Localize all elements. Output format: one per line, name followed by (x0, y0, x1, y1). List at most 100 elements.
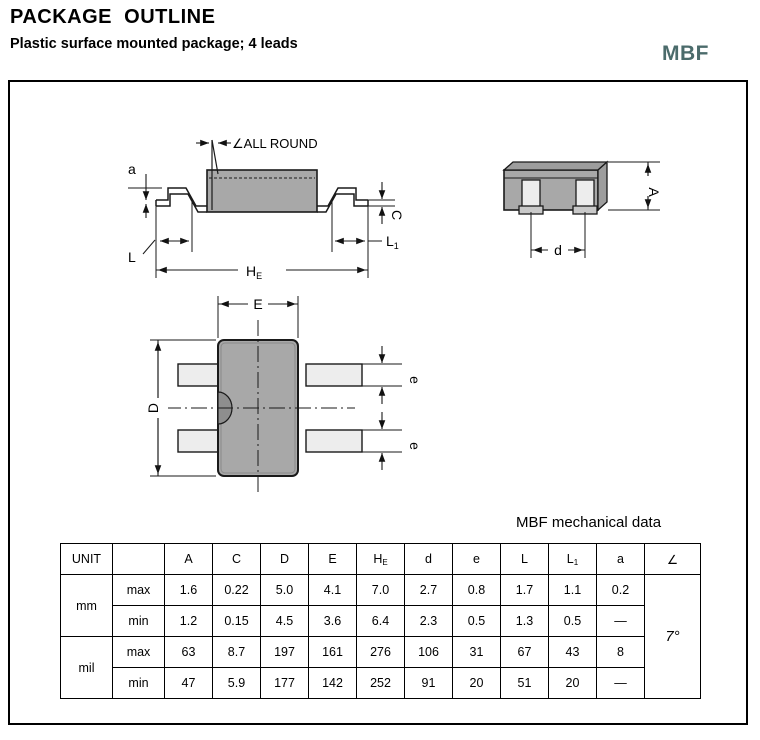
dim-d (530, 212, 586, 260)
header-HE-base: H (373, 552, 383, 566)
row-label-mm-max: max (112, 574, 165, 606)
cell-mm-min-e: 0.5 (452, 605, 501, 637)
table-row: min 47 5.9 177 142 252 91 20 51 20 — (61, 667, 701, 699)
cell-mil-max-a: 8 (596, 636, 645, 668)
header-L1-sub: 1 (573, 558, 579, 567)
header-HE-sub: E (382, 558, 388, 567)
cell-mil-min-d: 91 (404, 667, 453, 699)
unit-mil: mil (60, 636, 113, 699)
header-A: A (164, 543, 213, 575)
cell-mil-min-a: — (596, 667, 645, 699)
plan-lead-right-bottom (305, 429, 363, 453)
cell-mil-max-L1: 43 (548, 636, 597, 668)
cell-mil-max-d: 106 (404, 636, 453, 668)
package-outline-drawing: ∠ALL ROUND a C L L1 HE (128, 136, 662, 496)
cell-mm-max-E: 4.1 (308, 574, 357, 606)
plan-lead-right-top (305, 363, 363, 387)
header-D: D (260, 543, 309, 575)
label-all-round: ∠ALL ROUND (232, 136, 318, 151)
cell-mil-max-D: 197 (260, 636, 309, 668)
page-header: PACKAGE OUTLINE Plastic surface mounted … (0, 0, 760, 80)
row-label-mil-max: max (112, 636, 165, 668)
header-C: C (212, 543, 261, 575)
cell-mm-max-d: 2.7 (404, 574, 453, 606)
cell-mil-max-A: 63 (164, 636, 213, 668)
side-lead-right-top (317, 193, 368, 213)
label-l1: L1 (386, 233, 399, 251)
cell-mm-min-A: 1.2 (164, 605, 213, 637)
table-header-row: UNIT A C D E HE d e L L1 a ∠ (60, 543, 701, 575)
header-a: a (596, 543, 645, 575)
header-L1-base: L (566, 552, 574, 566)
cell-mm-min-L1: 0.5 (548, 605, 597, 637)
all-round-pointer (196, 139, 231, 210)
unit-mm: mm (60, 574, 113, 637)
table-row: mil max 63 8.7 197 161 276 106 31 67 43 … (60, 636, 701, 699)
cell-mil-min-A: 47 (164, 667, 213, 699)
dim-l (142, 237, 189, 255)
cell-mil-max-C: 8.7 (212, 636, 261, 668)
cell-mm-min-a: — (596, 605, 645, 637)
cell-mm-min-D: 4.5 (260, 605, 309, 637)
page-title: PACKAGE OUTLINE (10, 6, 216, 28)
dim-e-bottom (362, 412, 402, 470)
cell-mm-max-L1: 1.1 (548, 574, 597, 606)
header-E: E (308, 543, 357, 575)
label-e-bottom: e (407, 442, 423, 450)
table-row: min 1.2 0.15 4.5 3.6 6.4 2.3 0.5 1.3 0.5… (61, 605, 701, 637)
label-D: D (145, 403, 161, 413)
header-d: d (404, 543, 453, 575)
dim-a (128, 174, 162, 218)
cell-mm-min-C: 0.15 (212, 605, 261, 637)
cell-mm-max-C: 0.22 (212, 574, 261, 606)
table-caption: MBF mechanical data (516, 514, 662, 531)
dim-A (608, 161, 660, 211)
side-lead-left-top (156, 193, 207, 213)
label-A: A (646, 187, 662, 197)
row-label-mil-min: min (112, 667, 165, 699)
cell-mm-max-a: 0.2 (596, 574, 645, 606)
dim-e-top (362, 346, 402, 404)
cell-mil-max-HE: 276 (356, 636, 405, 668)
cell-angle: 7° (644, 574, 701, 699)
dim-E (217, 294, 299, 338)
cell-mm-min-E: 3.6 (308, 605, 357, 637)
label-a: a (128, 161, 136, 177)
label-c: C (389, 210, 405, 220)
cell-mil-max-L: 67 (500, 636, 549, 668)
label-e-top: e (407, 376, 423, 384)
cell-mil-max-E: 161 (308, 636, 357, 668)
header-unit: UNIT (60, 543, 113, 575)
header-minmax (112, 543, 165, 575)
cell-mil-min-E: 142 (308, 667, 357, 699)
header-angle: ∠ (644, 543, 701, 575)
cell-mm-max-D: 5.0 (260, 574, 309, 606)
cell-mm-min-L: 1.3 (500, 605, 549, 637)
header-L: L (500, 543, 549, 575)
header-L1: L1 (548, 543, 597, 575)
cell-mil-min-L1: 20 (548, 667, 597, 699)
package-code-label: MBF (662, 42, 709, 65)
header-e: e (452, 543, 501, 575)
side-view-body (206, 169, 318, 213)
cell-mil-max-e: 31 (452, 636, 501, 668)
end-view (502, 160, 660, 260)
cell-mil-min-e: 20 (452, 667, 501, 699)
side-lead-left-bottom (156, 187, 207, 207)
side-view (128, 139, 395, 280)
header-HE: HE (356, 543, 405, 575)
cell-mm-min-HE: 6.4 (356, 605, 405, 637)
row-label-mm-min: min (112, 605, 165, 637)
label-d: d (554, 242, 562, 258)
side-lead-right-bottom (317, 187, 368, 207)
label-E: E (253, 296, 262, 312)
dim-D (150, 339, 216, 477)
mechanical-data-table: UNIT A C D E HE d e L L1 a ∠ mm max 1.6 … (60, 543, 701, 699)
cell-mil-min-C: 5.9 (212, 667, 261, 699)
cell-mm-min-d: 2.3 (404, 605, 453, 637)
cell-mm-max-HE: 7.0 (356, 574, 405, 606)
cell-mm-max-e: 0.8 (452, 574, 501, 606)
cell-mm-max-A: 1.6 (164, 574, 213, 606)
cell-mil-min-HE: 252 (356, 667, 405, 699)
dim-he (156, 260, 368, 280)
